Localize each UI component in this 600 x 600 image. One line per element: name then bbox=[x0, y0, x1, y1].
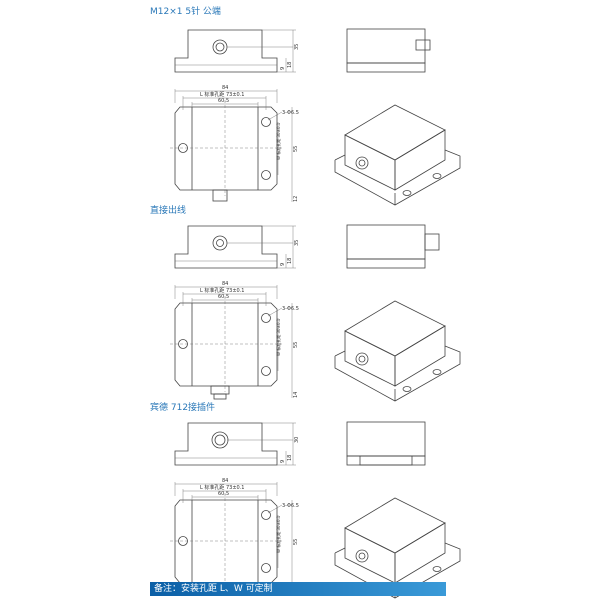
dim-height: 35 bbox=[294, 240, 300, 246]
dim-W: W 标准孔距 30±0.1 bbox=[275, 122, 281, 160]
dim-L: L 标准孔距 73±0.1 bbox=[200, 484, 244, 491]
dim-W: W 标准孔距 30±0.1 bbox=[275, 515, 281, 553]
top-view: 84L 标准孔距 73±0.160.5 3-Φ6.5W 标准孔距 30±0.1 55… bbox=[170, 85, 299, 202]
section-0: 35 189 84L 标准孔距 73±0.160.5 3-Φ6.5W 标准孔距 30±… bbox=[170, 28, 461, 206]
isometric-view bbox=[334, 300, 461, 402]
note-banner: 备注：安装孔距 L、W 可定制 bbox=[150, 582, 446, 596]
iso-connector bbox=[355, 352, 369, 366]
mount-hole bbox=[178, 536, 188, 546]
iso-connector bbox=[355, 549, 369, 563]
top-view: 84L 标准孔距 73±0.160.5 3-Φ6.5W 标准孔距 30±0.1 55… bbox=[170, 281, 299, 400]
isometric-view bbox=[334, 104, 461, 206]
dim-mid: 18 bbox=[287, 455, 293, 461]
section-title-binder-712: 宾德 712接插件 bbox=[150, 403, 216, 413]
dim-holes: 3-Φ6.5 bbox=[282, 110, 299, 116]
section-1: 35 189 84L 标准孔距 73±0.160.5 3-Φ6.5W 标准孔距 30±… bbox=[170, 224, 461, 402]
dim-60-5: 60.5 bbox=[218, 294, 229, 300]
dim-55: 55 bbox=[293, 539, 299, 545]
dim-flange: 9 bbox=[280, 263, 286, 266]
mount-hole bbox=[261, 313, 271, 323]
mount-hole bbox=[178, 143, 188, 153]
side-view: 35 189 bbox=[174, 225, 300, 269]
dim-holes: 3-Φ6.5 bbox=[282, 503, 299, 509]
m12-connector bbox=[212, 189, 228, 202]
cable-gland bbox=[210, 385, 230, 395]
dim-flange: 9 bbox=[280, 460, 286, 463]
mount-hole bbox=[178, 339, 188, 349]
dim-84: 84 bbox=[222, 478, 228, 484]
mount-hole bbox=[261, 170, 271, 180]
side-view: 30 189 bbox=[174, 422, 300, 466]
dim-bottom: 12 bbox=[293, 196, 299, 202]
front-view bbox=[346, 224, 440, 269]
dim-holes: 3-Φ6.5 bbox=[282, 306, 299, 312]
mount-hole bbox=[261, 563, 271, 573]
dim-height: 35 bbox=[294, 44, 300, 50]
dim-84: 84 bbox=[222, 85, 228, 91]
dim-55: 55 bbox=[293, 146, 299, 152]
dim-height: 30 bbox=[294, 437, 300, 443]
dim-60-5: 60.5 bbox=[218, 491, 229, 497]
top-view: 84L 标准孔距 73±0.160.5 3-Φ6.5W 标准孔距 30±0.1 55 bbox=[170, 478, 299, 589]
connector-side bbox=[415, 39, 431, 51]
dim-60-5: 60.5 bbox=[218, 98, 229, 104]
iso-connector bbox=[355, 156, 369, 170]
front-view bbox=[346, 28, 431, 73]
section-2: 30 189 84L 标准孔距 73±0.160.5 3-Φ6.5W 标准孔距 30±… bbox=[170, 421, 461, 599]
dim-mid: 18 bbox=[287, 62, 293, 68]
section-title-m12: M12×1 5针 公端 bbox=[150, 7, 221, 17]
dim-84: 84 bbox=[222, 281, 228, 287]
section-title-direct-cable: 直接出线 bbox=[150, 206, 187, 216]
mount-hole bbox=[261, 510, 271, 520]
dim-bottom: 14 bbox=[293, 392, 299, 398]
dim-flange: 9 bbox=[280, 67, 286, 70]
front-view bbox=[346, 421, 426, 466]
side-view: 35 189 bbox=[174, 29, 300, 73]
mount-hole bbox=[261, 117, 271, 127]
mount-hole bbox=[261, 366, 271, 376]
dim-L: L 标准孔距 73±0.1 bbox=[200, 287, 244, 294]
gland-side bbox=[424, 233, 440, 251]
dim-L: L 标准孔距 73±0.1 bbox=[200, 91, 244, 98]
dim-55: 55 bbox=[293, 342, 299, 348]
dim-mid: 18 bbox=[287, 258, 293, 264]
dim-W: W 标准孔距 30±0.1 bbox=[275, 318, 281, 356]
